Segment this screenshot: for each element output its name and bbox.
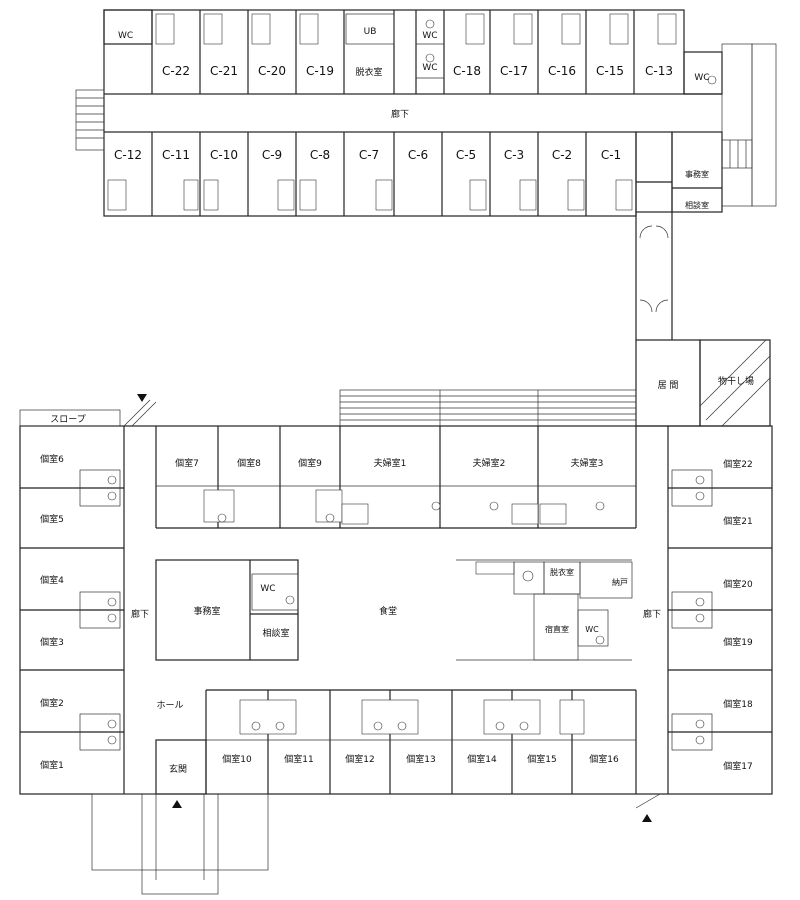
north-corridor: 廊下 xyxy=(391,108,409,120)
room-c17: C-17 xyxy=(500,64,528,78)
main-office: 事務室 xyxy=(193,605,220,617)
corridor-right: 廊下 xyxy=(643,608,661,620)
room-private-9: 個室9 xyxy=(298,457,322,469)
stair-west xyxy=(75,89,105,151)
room-c19: C-19 xyxy=(306,64,334,78)
slope-label: スロープ xyxy=(50,414,85,425)
top-rooms xyxy=(155,426,637,529)
storage-room: 納戸 xyxy=(612,577,628,587)
room-private-14: 個室14 xyxy=(467,753,497,765)
north-consultation: 相談室 xyxy=(685,200,709,210)
service-dressing-room: 脱衣室 xyxy=(550,567,574,577)
night-duty-room: 宿直室 xyxy=(545,624,569,634)
room-private-22: 個室22 xyxy=(723,458,752,470)
room-c10: C-10 xyxy=(210,148,238,162)
main-office-wc: WC xyxy=(260,584,275,594)
room-private-4: 個室4 xyxy=(40,574,64,586)
north-wc-label-3: WC xyxy=(422,63,437,73)
room-c2: C-2 xyxy=(552,148,572,162)
left-rooms xyxy=(20,426,125,794)
room-private-20: 個室20 xyxy=(723,578,753,590)
room-c18: C-18 xyxy=(453,64,481,78)
room-c20: C-20 xyxy=(258,64,286,78)
room-private-16: 個室16 xyxy=(589,753,619,765)
room-c21: C-21 xyxy=(210,64,238,78)
room-private-15: 個室15 xyxy=(527,753,556,765)
dining-service xyxy=(456,559,633,661)
room-c3: C-3 xyxy=(504,148,524,162)
room-private-10: 個室10 xyxy=(222,753,252,765)
north-top-row xyxy=(103,9,723,95)
room-private-7: 個室7 xyxy=(175,457,199,469)
main-wing: スロープ 個室6 個室5 個室4 個室3 個室2 個室1 xyxy=(19,394,773,895)
north-bottom-row xyxy=(107,132,672,216)
north-ub-label: UB xyxy=(364,27,377,37)
room-c11: C-11 xyxy=(162,148,190,162)
service-wc: WC xyxy=(585,625,599,634)
room-c16: C-16 xyxy=(548,64,576,78)
north-office: 事務室 xyxy=(685,169,709,179)
room-private-18: 個室18 xyxy=(723,698,753,710)
room-c22: C-22 xyxy=(162,64,190,78)
room-c1: C-1 xyxy=(601,148,621,162)
room-c12: C-12 xyxy=(114,148,142,162)
north-dressing-room: 脱衣室 xyxy=(355,66,382,78)
room-c6: C-6 xyxy=(408,148,428,162)
room-private-8: 個室8 xyxy=(237,457,261,469)
room-private-17: 個室17 xyxy=(723,760,752,772)
room-private-6: 個室6 xyxy=(40,453,64,465)
room-c9: C-9 xyxy=(262,148,282,162)
room-couple-2: 夫婦室2 xyxy=(473,457,506,469)
room-private-19: 個室19 xyxy=(723,636,753,648)
main-consultation: 相談室 xyxy=(262,627,289,639)
entrance: 玄関 xyxy=(169,763,187,775)
laundry-area: 物干し場 xyxy=(718,375,754,387)
room-private-12: 個室12 xyxy=(345,753,374,765)
room-private-21: 個室21 xyxy=(723,515,752,527)
entry-marker-north xyxy=(137,394,147,402)
hall: ホール xyxy=(156,700,183,711)
room-c7: C-7 xyxy=(359,148,379,162)
dining-room: 食堂 xyxy=(379,605,397,617)
room-private-2: 個室2 xyxy=(40,697,64,709)
room-private-13: 個室13 xyxy=(406,753,435,765)
north-wc-label-4: WC xyxy=(694,73,709,83)
room-c8: C-8 xyxy=(310,148,330,162)
room-private-3: 個室3 xyxy=(40,636,64,648)
north-wing: WC C-22 C-21 C-20 C-19 UB 脱衣室 WC WC C-18… xyxy=(75,9,777,217)
north-wc-label-1: WC xyxy=(118,31,133,41)
stair-east xyxy=(721,43,777,207)
entrance-block xyxy=(91,739,269,895)
room-private-11: 個室11 xyxy=(284,753,313,765)
corridor-left: 廊下 xyxy=(131,608,149,620)
living-room: 居 間 xyxy=(658,380,679,391)
room-c13: C-13 xyxy=(645,64,673,78)
entry-marker-southeast xyxy=(642,814,652,822)
entry-marker-south xyxy=(172,800,182,808)
office-block xyxy=(155,559,299,661)
connector-passage: 居 間 物干し場 xyxy=(339,212,771,427)
room-private-1: 個室1 xyxy=(40,759,64,771)
room-couple-3: 夫婦室3 xyxy=(571,457,604,469)
bottom-rooms xyxy=(205,689,637,794)
room-private-5: 個室5 xyxy=(40,513,64,525)
room-c15: C-15 xyxy=(596,64,624,78)
right-rooms xyxy=(667,426,772,794)
north-wc-label-2: WC xyxy=(422,31,437,41)
room-c5: C-5 xyxy=(456,148,476,162)
room-couple-1: 夫婦室1 xyxy=(374,457,407,469)
